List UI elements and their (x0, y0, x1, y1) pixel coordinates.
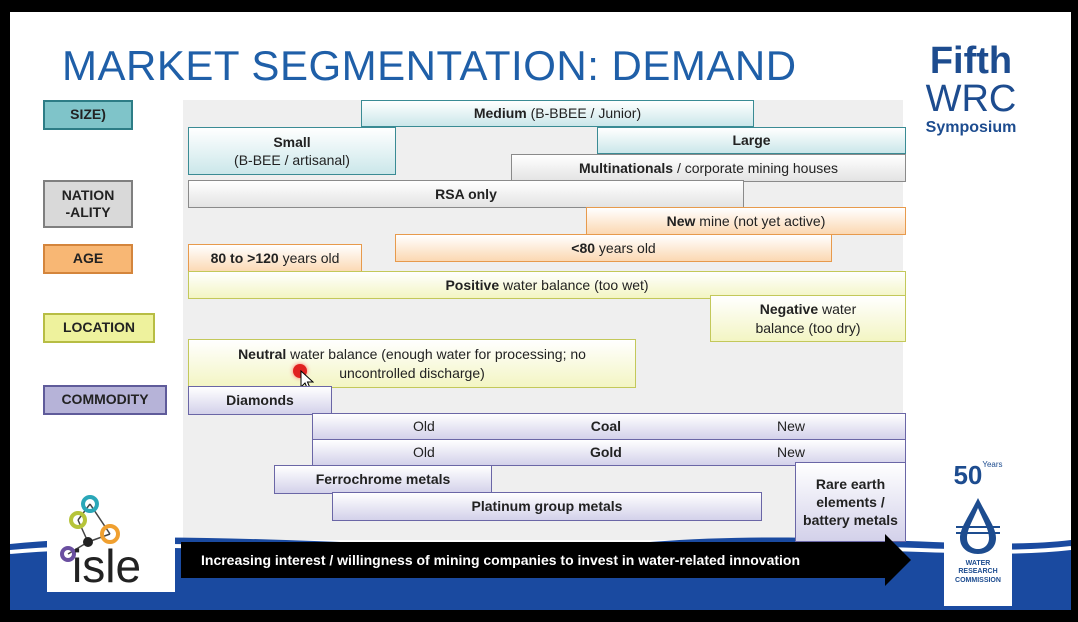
bar-positive-water-balance: Positive water balance (too wet) (188, 271, 906, 299)
bar-under-80-years: <80 years old (395, 234, 832, 262)
slide-title: MARKET SEGMENTATION: DEMAND (62, 42, 797, 89)
bar-large-bold: Large (732, 132, 771, 149)
logo-line-wrc: WRC (925, 78, 1017, 120)
bar-gold-label: Gold (589, 444, 622, 461)
investment-interest-arrow: Increasing interest / willingness of min… (181, 542, 886, 578)
bar-small-rest: (B-BEE / artisanal) (234, 152, 350, 168)
bar-ferrochrome-text: Ferrochrome metals (315, 471, 451, 488)
bar-80-to-120-bold: 80 to >120 (210, 250, 279, 267)
slide: MARKET SEGMENTATION: DEMAND Fifth WRC Sy… (10, 12, 1071, 610)
bar-80-to-120-rest: years old (278, 250, 340, 267)
isle-network-icon (60, 495, 120, 562)
bar-medium: Medium (B-BBEE / Junior) (361, 100, 754, 127)
bar-negative-bold: Negative (759, 301, 819, 318)
fifth-wrc-symposium-logo: Fifth WRC Symposium (916, 42, 1026, 136)
bar-ferrochrome: Ferrochrome metals (274, 465, 492, 494)
bar-multinationals-rest: / corporate mining houses (673, 159, 839, 176)
bar-multinationals-bold: Multinationals (578, 159, 674, 176)
isle-logo-text: isle (72, 540, 142, 592)
category-size: SIZE) (43, 100, 133, 130)
bar-new-mine: New mine (not yet active) (586, 207, 906, 235)
bar-small-bold: Small (273, 133, 311, 150)
category-location: LOCATION (43, 313, 155, 343)
bar-negative-rest2: balance (too dry) (755, 319, 861, 336)
water-drop-icon (956, 498, 1000, 554)
bar-rsa-only: RSA only (188, 180, 744, 208)
bar-medium-bold: Medium (473, 105, 527, 122)
category-age: AGE (43, 244, 133, 274)
bar-neutral-water-balance: Neutral water balance (enough water for … (188, 339, 636, 388)
bar-medium-rest: (B-BBEE / Junior) (526, 105, 642, 122)
logo-line-fifth: Fifth (929, 40, 1013, 82)
category-nationality: NATION -ALITY (43, 180, 133, 228)
wrc-years-label: Years (982, 460, 1003, 469)
bar-under-80-rest: years old (595, 239, 656, 256)
bar-platinum: Platinum group metals (332, 492, 762, 521)
bar-negative-rest1: water (818, 301, 857, 318)
category-commodity: COMMODITY (43, 385, 167, 415)
bar-gold-old: Old (413, 444, 435, 461)
bar-gold: Old Gold New (312, 439, 906, 466)
bar-coal-new: New (776, 418, 805, 435)
bar-multinationals: Multinationals / corporate mining houses (511, 154, 906, 182)
wrc-50-years-badge: 50Years (948, 460, 1008, 491)
bar-new-mine-rest: mine (not yet active) (695, 212, 826, 229)
bar-coal: Old Coal New (312, 413, 906, 440)
bar-positive-bold: Positive (445, 276, 500, 293)
bar-gold-new: New (776, 444, 805, 461)
bar-negative-water-balance: Negative water balance (too dry) (710, 295, 906, 342)
bar-neutral-bold: Neutral (238, 346, 287, 363)
bar-coal-label: Coal (590, 418, 622, 435)
bar-neutral-rest2: uncontrolled discharge) (339, 364, 485, 381)
wrc-name-text: WATER RESEARCH COMMISSION (955, 560, 1001, 584)
bar-platinum-text: Platinum group metals (471, 498, 623, 515)
bar-rsa-only-text: RSA only (435, 185, 497, 202)
bar-under-80-bold: <80 (571, 239, 596, 256)
bar-80-to-120-years: 80 to >120 years old (188, 244, 362, 273)
bar-new-mine-bold: New (666, 212, 696, 229)
bar-diamonds: Diamonds (188, 386, 332, 415)
bar-large: Large (597, 127, 906, 154)
logo-line-symposium: Symposium (925, 119, 1017, 136)
bar-neutral-rest1: water balance (enough water for processi… (286, 346, 586, 363)
bar-coal-old: Old (413, 418, 435, 435)
wrc-50-number: 50 (953, 460, 983, 490)
arrow-text: Increasing interest / willingness of min… (201, 552, 801, 568)
bar-positive-rest: water balance (too wet) (499, 276, 649, 293)
bar-rare-earth: Rare earth elements / battery metals (795, 462, 906, 542)
bar-small: Small (B-BEE / artisanal) (188, 127, 396, 175)
bar-rare-earth-text: Rare earth elements / battery metals (803, 475, 898, 529)
arrow-head-icon (885, 534, 911, 586)
bar-diamonds-text: Diamonds (226, 392, 294, 409)
